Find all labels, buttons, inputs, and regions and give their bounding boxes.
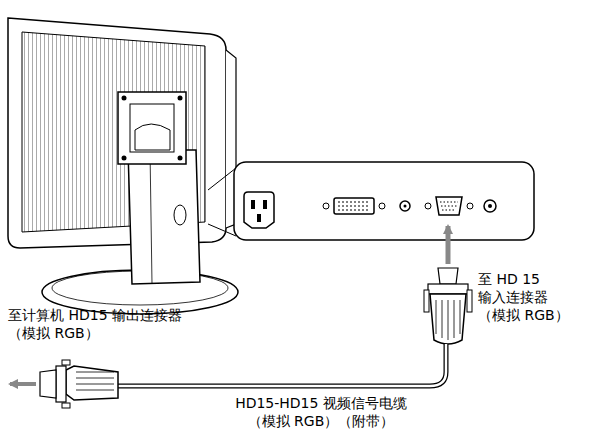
callout-label: HD15-HD15 视频信号电缆 （模拟 RGB）（附带）	[214, 394, 428, 430]
callout-label: 至计算机 HD15 输出连接器 （模拟 RGB）	[8, 306, 220, 342]
callout-label: 至 HD 15 输入连接器 （模拟 RGB）	[478, 270, 590, 324]
